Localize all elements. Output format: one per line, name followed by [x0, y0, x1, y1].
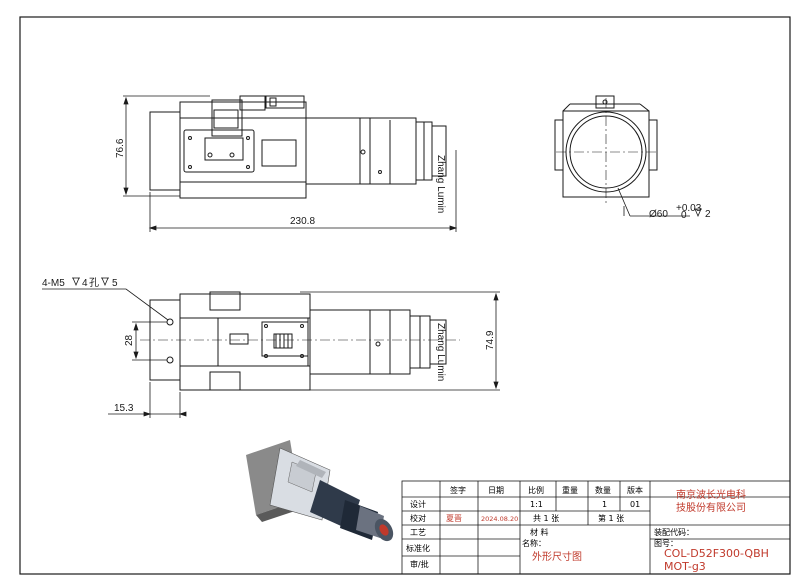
tb-row-design: 设计: [410, 499, 426, 509]
tb-header-date: 日期: [488, 486, 504, 495]
depth-symbol-icon: [694, 208, 702, 218]
tb-sheet-no: 第 1 张: [598, 513, 624, 523]
tb-scale-value: 1:1: [530, 500, 543, 509]
depth-symbol-icon: [72, 277, 80, 287]
dim-height-side-lines: [123, 95, 210, 197]
dim-height-side: 76.6: [115, 138, 126, 158]
tb-header-sign: 签字: [450, 485, 466, 495]
depth-symbol-icon: [101, 277, 109, 287]
side-lens-text: Zhang Lumin: [435, 155, 446, 213]
dim-hole-spacing: 28: [124, 334, 135, 346]
dim-mount-diameter: Ø60: [649, 209, 668, 220]
tb-drawing-no-line1: COL-D52F300-QBH: [664, 547, 769, 560]
dim-edge-offset: 15.3: [114, 403, 134, 414]
dim-holes-depth: 4: [82, 278, 88, 289]
dim-mount-lines: [617, 187, 690, 217]
dim-width-top-lines: [300, 291, 500, 391]
dim-edge-offset-lines: [108, 382, 187, 418]
dim-mount-tol-lower: 0: [681, 210, 687, 221]
dim-mount-depth: 2: [705, 209, 711, 220]
tb-drawing-no-label: 图号：: [654, 539, 678, 548]
drawing-border: [19, 16, 791, 575]
tb-material: 材 料: [530, 527, 549, 537]
tb-version-value: 01: [630, 500, 640, 509]
dim-holes-label: 孔: [89, 277, 99, 289]
dim-spacing-lines: [132, 321, 167, 361]
dim-width-top: 74.9: [485, 330, 496, 350]
tb-row-check: 校对: [410, 513, 426, 523]
dim-mount-tol-upper: +0.03: [676, 203, 702, 214]
dim-length: 230.8: [290, 216, 315, 227]
tb-header-qty: 数量: [595, 485, 611, 495]
tb-sheets-total: 共 1 张: [533, 514, 559, 523]
top-lens-text: Zhang Lumin: [435, 323, 446, 381]
tb-checker-name: 夏晋: [446, 514, 462, 523]
dim-holes-lines: [42, 288, 169, 321]
tb-header-version: 版本: [627, 485, 643, 495]
front-view: [554, 95, 658, 206]
tb-assembly-code-label: 装配代码：: [654, 527, 694, 537]
tb-qty-value: 1: [602, 500, 607, 509]
title-block-grid: [401, 480, 791, 575]
tb-header-scale: 比例: [528, 485, 544, 495]
dim-holes-callout: 4-M5: [42, 278, 65, 289]
tb-check-date: 2024.08.20: [481, 515, 518, 523]
tb-name-label: 名称：: [522, 538, 546, 548]
tb-row-standard: 标准化: [406, 543, 430, 553]
dim-length-lines: [148, 150, 458, 232]
tb-row-process: 工艺: [410, 528, 426, 537]
product-3d-render: [246, 440, 394, 542]
tb-header-weight: 重量: [562, 485, 578, 495]
side-view: [149, 95, 447, 199]
tb-company-line1: 南京波长光电科: [676, 488, 746, 501]
tb-drawing-no-line2: MOT-g3: [664, 560, 706, 573]
tb-company-line2: 技股份有限公司: [676, 501, 746, 514]
tb-row-approve: 审/批: [410, 559, 429, 569]
tb-name-value: 外形尺寸图: [532, 550, 582, 563]
top-view: [140, 291, 460, 391]
dim-holes-depth2: 5: [112, 278, 118, 289]
